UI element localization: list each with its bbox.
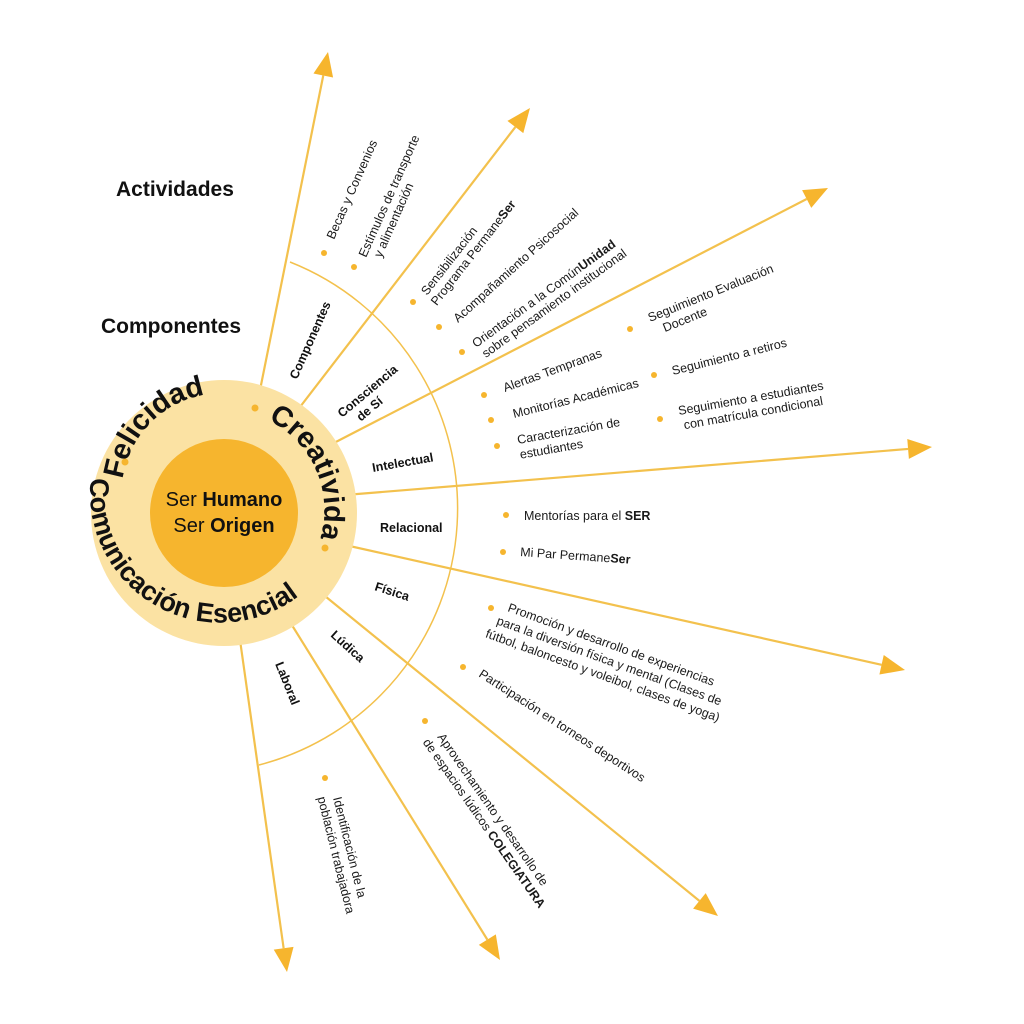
activity-mentorias: Mentorías para el SER <box>524 509 650 523</box>
component-componentes: Componentes <box>287 299 334 381</box>
arrowhead <box>507 108 530 134</box>
arrowhead <box>693 893 718 916</box>
arrowhead <box>907 438 932 459</box>
ray-line <box>289 126 517 421</box>
ring-dot <box>251 404 259 412</box>
activity-seguimiento-retiros: Seguimiento a retiros <box>670 336 788 378</box>
activity-sensibilizacion: Sensibilización Programa PermaneSer <box>417 189 519 308</box>
arrowhead <box>478 934 500 960</box>
activity-bullets <box>321 250 663 781</box>
components-arc <box>258 261 459 766</box>
core-line-1: Ser Humano <box>166 489 283 511</box>
ray-line <box>319 591 701 902</box>
ray-line <box>344 543 882 666</box>
component-fisica: Física <box>373 580 412 605</box>
ray-line <box>238 639 285 949</box>
arrowhead <box>273 946 294 972</box>
arrowhead <box>313 52 334 78</box>
activity-caracterizacion: Caracterización de estudiantes <box>516 414 627 461</box>
radial-arrows <box>238 52 932 972</box>
arrowhead <box>879 655 905 675</box>
activity-aprovechamiento: Aprovechamiento y desarrollo de de espac… <box>420 727 560 910</box>
component-intelectual: Intelectual <box>371 450 434 475</box>
component-laboral: Laboral <box>272 660 302 707</box>
component-consciencia: Consciencia de Sí <box>335 360 413 432</box>
ray-line <box>289 621 489 941</box>
activity-mi-par: Mi Par PermaneSer <box>520 545 631 567</box>
arrowhead <box>802 188 828 208</box>
activities-heading: Actividades <box>116 178 234 201</box>
ring-dot <box>121 458 129 466</box>
ray-line <box>329 198 808 446</box>
activity-identificacion: Identificación de la población trabajado… <box>315 791 372 915</box>
component-ludica: Lúdica <box>328 628 368 666</box>
ray-line <box>256 75 325 401</box>
inner-core <box>150 439 298 587</box>
core-line-2: Ser Origen <box>173 515 274 537</box>
components-heading: Componentes <box>101 315 241 338</box>
activity-seguimiento-condicional: Seguimiento a estudiantes con matrícula … <box>677 378 831 433</box>
activity-orientacion: Orientación a la ComúnUnidad sobre pensa… <box>470 235 630 362</box>
component-relacional: Relacional <box>380 521 443 535</box>
ring-dot <box>321 544 329 552</box>
ray-line <box>344 447 909 497</box>
